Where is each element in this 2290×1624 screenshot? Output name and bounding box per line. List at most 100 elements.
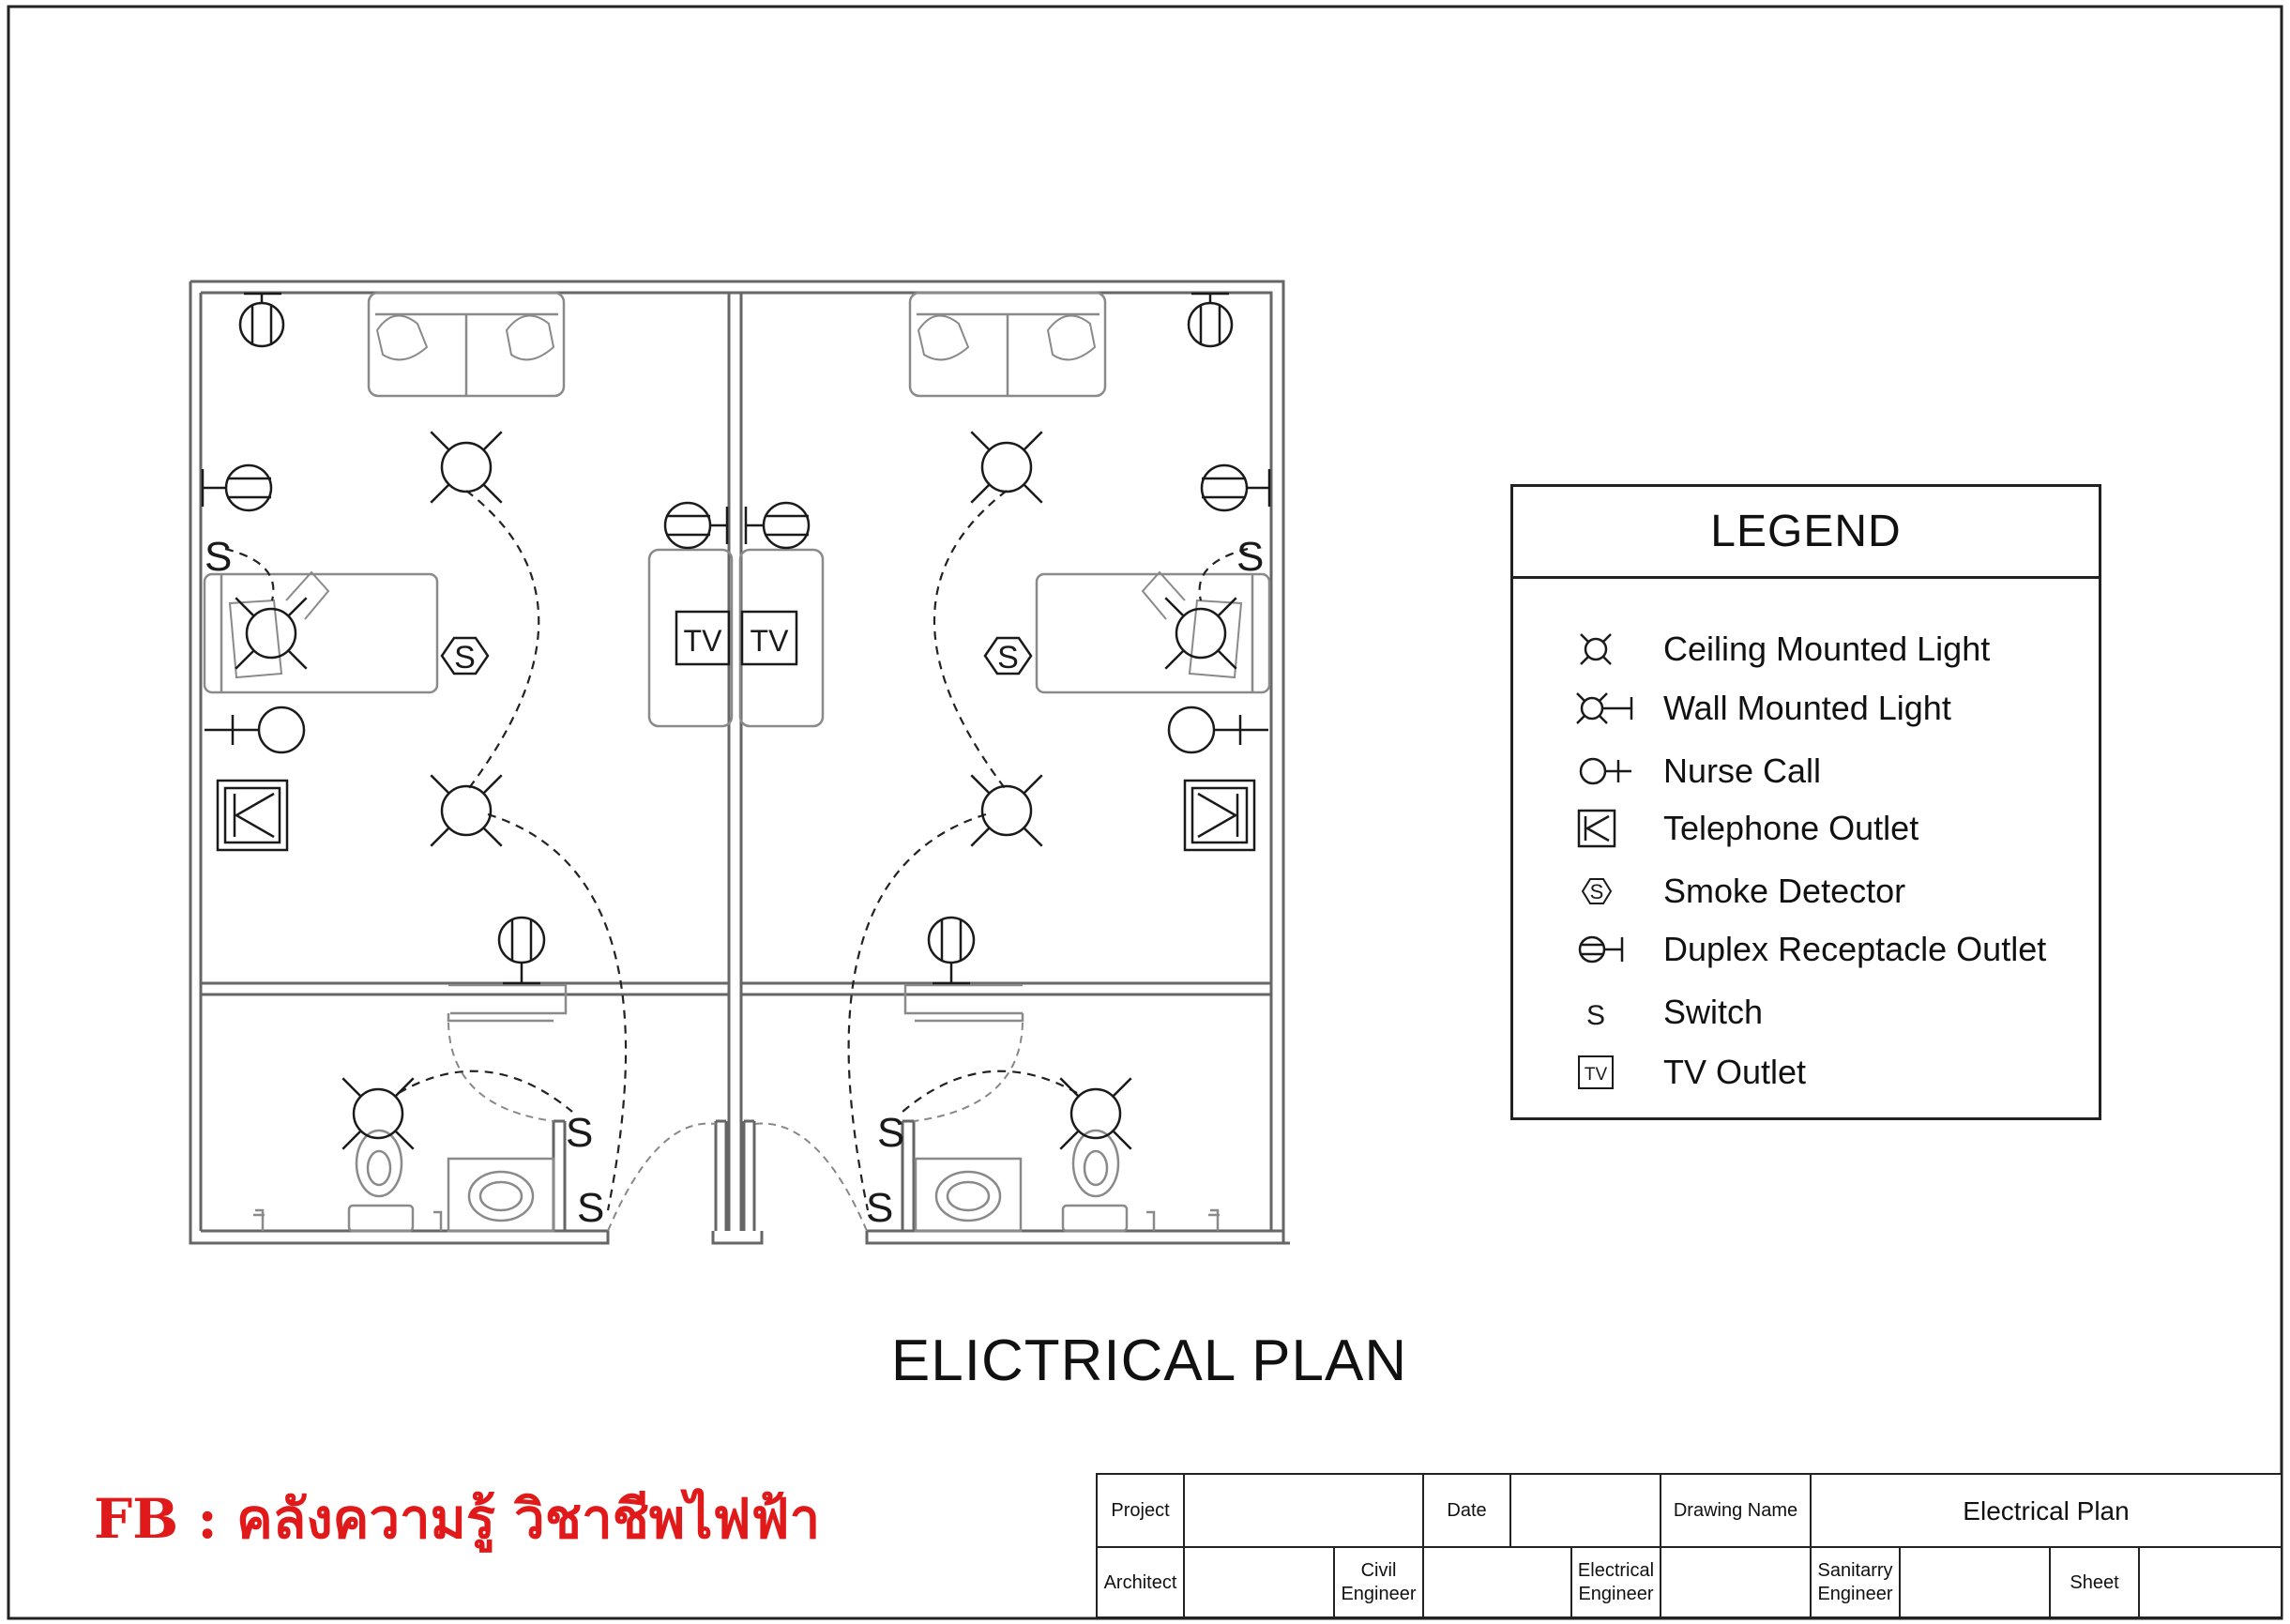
ceiling-light-icon (430, 774, 503, 847)
civil-engineer-label: Civil Engineer (1335, 1547, 1424, 1618)
tv-outlet-icon: TV (675, 610, 731, 666)
smoke-detector-icon: S (440, 636, 490, 675)
legend-label: Smoke Detector (1663, 872, 1906, 910)
telephone-outlet-icon (216, 779, 289, 852)
legend-label: Wall Mounted Light (1663, 689, 1951, 727)
facebook-watermark: FB : คลังความรู้ วิชาชีพไฟฟ้า (94, 1487, 821, 1551)
legend-item-switch: S Switch (1513, 984, 2099, 1040)
smoke-detector-text: S (997, 640, 1019, 675)
sheet-label: Sheet (2051, 1547, 2140, 1618)
switch-icon: S (1586, 1000, 1605, 1031)
plan-title: ELICTRICAL PLAN (890, 1328, 1408, 1393)
duplex-receptacle-icon (238, 292, 285, 348)
project-label: Project (1098, 1475, 1185, 1546)
legend-title: LEGEND (1513, 487, 2099, 579)
legend-item-smoke-detector: S Smoke Detector (1513, 863, 2099, 919)
nurse-call-icon (1167, 706, 1268, 754)
telephone-outlets (216, 779, 1256, 852)
civil-label-line-1: Civil (1360, 1560, 1397, 1581)
duplex-receptacle-icon (663, 501, 729, 550)
wiring (224, 490, 1249, 1211)
duplex-receptacle-icon (744, 501, 811, 550)
legend-label: TV Outlet (1663, 1053, 1807, 1091)
title-block-row-2: Architect Civil Engineer Electrical Engi… (1098, 1547, 2281, 1618)
smoke-detector-icon: S (983, 636, 1033, 675)
sheet-value (2140, 1547, 2281, 1618)
ceiling-light-icon (430, 431, 503, 504)
drawing-name-value: Electrical Plan (1963, 1495, 2130, 1525)
nurse-call-icon (1579, 757, 1631, 785)
ceiling-lights (235, 431, 1237, 1150)
legend-item-ceiling-light: Ceiling Mounted Light (1513, 621, 2099, 677)
legend-item-wall-light: Wall Mounted Light (1513, 680, 2099, 736)
duplex-receptacle-icon (1187, 292, 1234, 348)
date-label: Date (1424, 1475, 1511, 1546)
switches: S S S S S S (205, 534, 1264, 1231)
smoke-detector-text: S (1590, 880, 1604, 903)
furniture (203, 291, 1271, 1233)
building-walls (189, 280, 1290, 1245)
duplex-receptacle-icon (1578, 935, 1624, 964)
switch-symbol-text: S (1586, 1000, 1605, 1031)
electrical-engineer-value (1661, 1547, 1812, 1618)
duplex-receptacle-icon (497, 916, 546, 985)
door-swings (447, 1022, 1024, 1232)
smoke-detector-icon: S (1581, 878, 1613, 904)
tv-outlet-text: TV (1585, 1065, 1608, 1085)
tv-outlet-icon: TV (1578, 1055, 1614, 1089)
civil-engineer-value (1424, 1547, 1572, 1618)
ceiling-light-icon (1164, 597, 1237, 670)
telephone-outlet-icon (1577, 809, 1616, 848)
nurse-call-icon (205, 706, 306, 754)
date-value (1511, 1475, 1661, 1546)
legend-item-telephone-outlet: Telephone Outlet (1513, 800, 2099, 857)
electrical-label-line-2: Engineer (1578, 1584, 1654, 1604)
legend-item-tv-outlet: TV TV Outlet (1513, 1044, 2099, 1100)
nurse-calls (205, 706, 1268, 754)
wall-light-icon (1576, 692, 1633, 724)
duplex-receptacle-icon (1200, 463, 1271, 512)
legend-panel: LEGEND Ceiling Mounted Light Wall Mounte… (1510, 484, 2101, 1120)
legend-label: Duplex Receptacle Outlet (1663, 930, 2047, 968)
ceiling-light-icon (970, 431, 1043, 504)
telephone-outlet-icon (1183, 779, 1256, 852)
architect-value (1185, 1547, 1335, 1618)
electrical-label-line-1: Electrical (1577, 1560, 1655, 1581)
electrical-engineer-label: Electrical Engineer (1572, 1547, 1661, 1618)
legend-label: Ceiling Mounted Light (1663, 630, 1991, 668)
architect-label: Architect (1098, 1547, 1185, 1618)
tv-outlet-text: TV (684, 624, 723, 658)
project-value (1185, 1475, 1424, 1546)
switch-icon: S (1236, 534, 1264, 580)
legend-label: Telephone Outlet (1663, 809, 1919, 847)
ceiling-light-icon (1059, 1077, 1132, 1150)
title-block: Project Date Drawing Name Electrical Pla… (1096, 1473, 2282, 1618)
legend-item-duplex-receptacle: Duplex Receptacle Outlet (1513, 921, 2099, 978)
title-block-row-1: Project Date Drawing Name Electrical Pla… (1098, 1475, 2281, 1548)
ceiling-light-icon (1580, 633, 1612, 665)
tv-outlet-icon: TV (740, 610, 798, 666)
ceiling-light-icon (235, 597, 308, 670)
sanitary-label-line-2: Engineer (1817, 1584, 1893, 1604)
tv-outlets: TV TV (675, 610, 798, 666)
duplex-receptacles (201, 292, 1271, 985)
sanitary-engineer-value (1901, 1547, 2051, 1618)
switch-icon: S (577, 1185, 604, 1231)
drawing-name-label: Drawing Name (1661, 1475, 1812, 1546)
switch-icon: S (566, 1110, 593, 1156)
switch-icon: S (205, 534, 232, 580)
switch-icon: S (877, 1110, 904, 1156)
legend-label: Nurse Call (1663, 751, 1822, 790)
ceiling-light-icon (970, 774, 1043, 847)
legend-label: Switch (1663, 993, 1764, 1031)
ceiling-light-icon (341, 1077, 415, 1150)
duplex-receptacle-icon (927, 916, 976, 985)
smoke-detectors: S S (440, 636, 1033, 675)
duplex-receptacle-icon (201, 463, 273, 512)
switch-icon: S (866, 1185, 893, 1231)
sheet-border (7, 5, 2283, 1620)
tv-outlet-text: TV (751, 624, 790, 658)
civil-label-line-2: Engineer (1341, 1584, 1417, 1604)
